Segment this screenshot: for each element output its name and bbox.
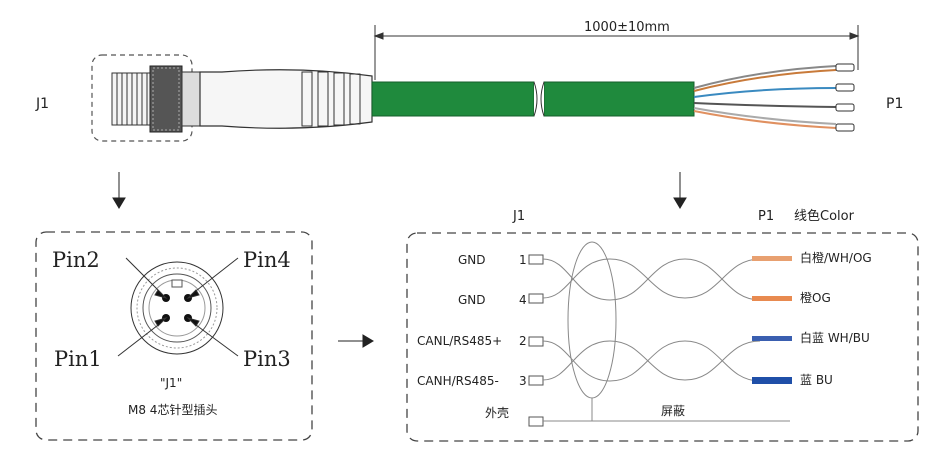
wiring-box <box>406 232 919 442</box>
connector-name: "J1" <box>160 376 183 390</box>
pin4-label: Pin4 <box>243 248 291 272</box>
pin-terminals <box>528 254 544 427</box>
pin-number: 4 <box>519 293 527 307</box>
shell-label: 外壳 <box>485 406 510 420</box>
pinout-box <box>35 231 313 441</box>
wiring-header-j1: J1 <box>513 209 526 224</box>
j1-label: J1 <box>36 96 50 112</box>
signal-label: CANL/RS485+ <box>417 334 503 348</box>
pin3-label: Pin3 <box>243 347 291 371</box>
length-dimension: 1000±10mm <box>584 20 670 35</box>
signal-label: CANH/RS485- <box>417 374 499 388</box>
signal-label: GND <box>458 253 486 267</box>
shield-label: 屏蔽 <box>661 404 686 418</box>
wire-ferrules <box>835 63 855 132</box>
p1-label: P1 <box>886 96 904 112</box>
wire-color-swatches <box>752 256 792 384</box>
green-cable <box>371 81 695 117</box>
connector-overmould <box>199 69 373 129</box>
dimension-line <box>373 25 860 80</box>
wire-color-label: 橙OG <box>800 291 831 305</box>
pin1-label: Pin1 <box>54 347 102 371</box>
m8-connector-face <box>130 261 224 355</box>
signal-label: GND <box>458 293 486 307</box>
pin-number: 1 <box>519 253 527 267</box>
wire-color-label: 蓝 BU <box>800 373 833 387</box>
wire-color-label: 白蓝 WH/BU <box>800 331 870 345</box>
twisted-pairs <box>542 241 790 422</box>
pin2-label: Pin2 <box>52 248 100 272</box>
pin-leader-lines <box>117 257 239 357</box>
down-arrow-left <box>112 172 126 209</box>
wire-color-label: 白橙/WH/OG <box>800 251 872 265</box>
pin-number: 2 <box>519 334 527 348</box>
wire-fanout <box>693 65 837 129</box>
m8-connector-thread <box>111 72 151 126</box>
pin-number: 3 <box>519 374 527 388</box>
wiring-header-p1: P1 <box>758 209 775 224</box>
right-arrow <box>338 334 374 348</box>
wiring-header-color: 线色Color <box>794 209 854 224</box>
m8-connector-nut <box>149 65 201 133</box>
connector-description: M8 4芯针型插头 <box>128 403 218 417</box>
down-arrow-right <box>673 172 687 209</box>
